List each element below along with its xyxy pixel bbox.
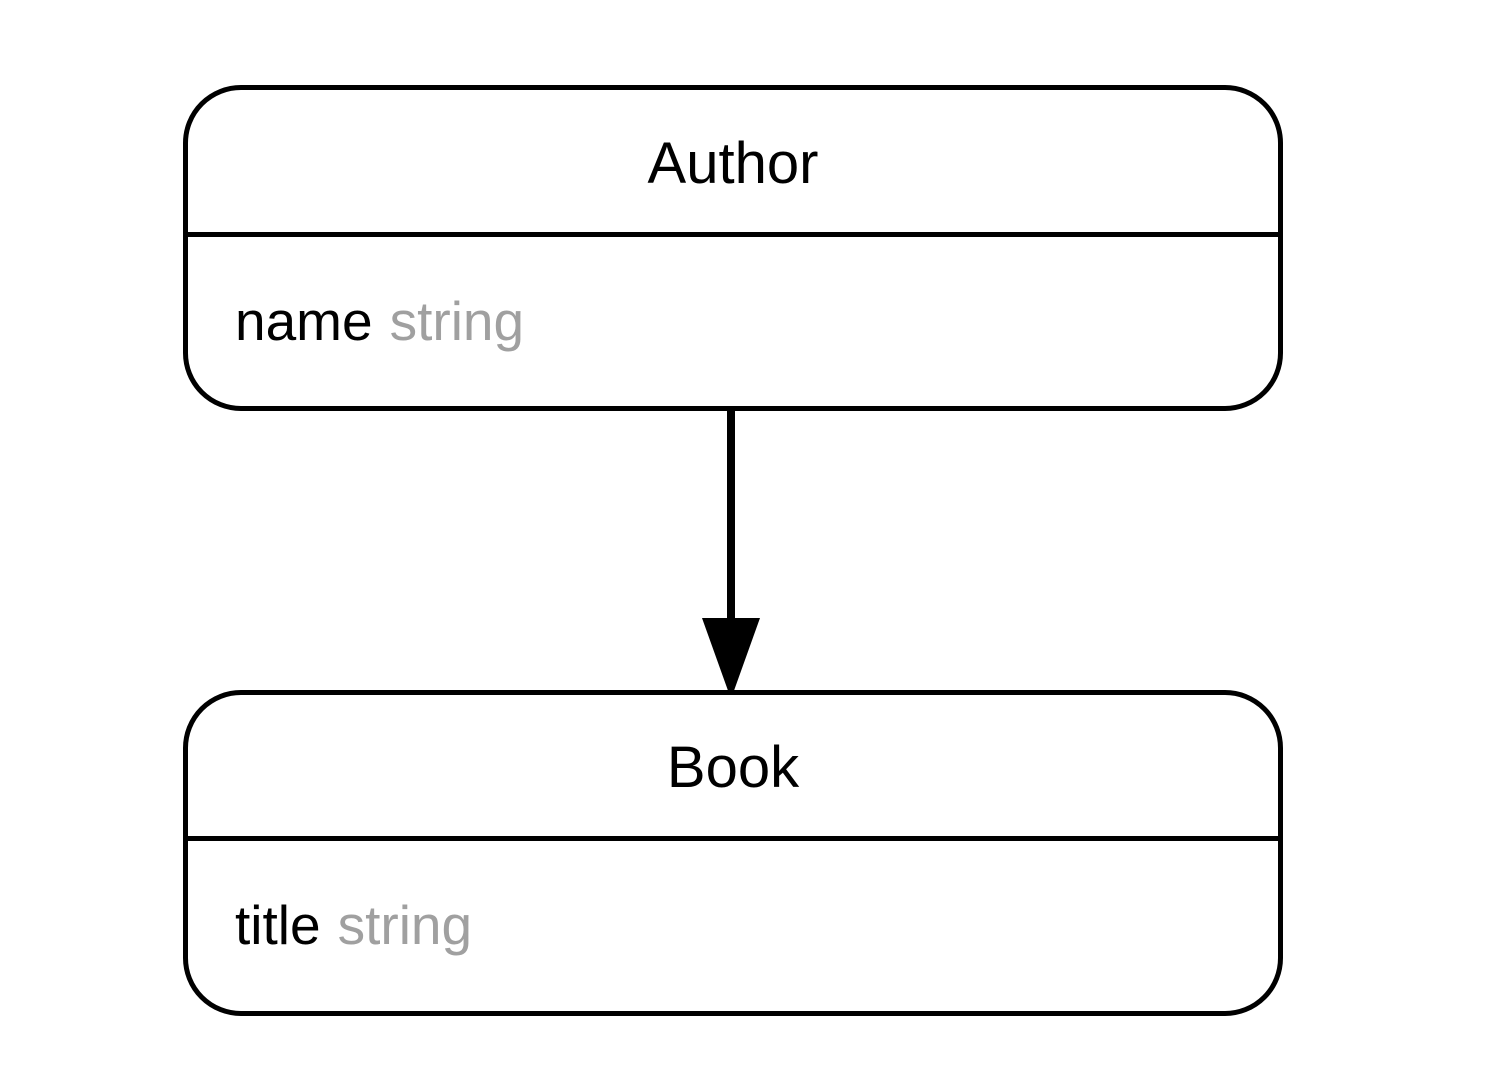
attribute-row[interactable]: title string [235,894,1278,957]
attribute-type: string [337,894,473,957]
entity-author-attributes: name string [188,237,1278,406]
attribute-row[interactable]: name string [235,289,1278,352]
entity-book-title: Book [666,735,800,800]
entity-book-divider [188,836,1278,841]
attribute-name: name [235,289,373,352]
attribute-type: string [389,289,525,352]
edge-author-to-book[interactable] [702,408,760,699]
entity-author-divider [188,232,1278,237]
arrowhead-icon [702,618,760,699]
entity-book[interactable]: Book title string [183,690,1283,1016]
entity-book-header: Book [188,695,1278,841]
attribute-name: title [235,894,321,957]
entity-author[interactable]: Author name string [183,85,1283,411]
entity-book-attributes: title string [188,841,1278,1011]
entity-author-header: Author [188,90,1278,237]
entity-author-title: Author [647,130,819,196]
